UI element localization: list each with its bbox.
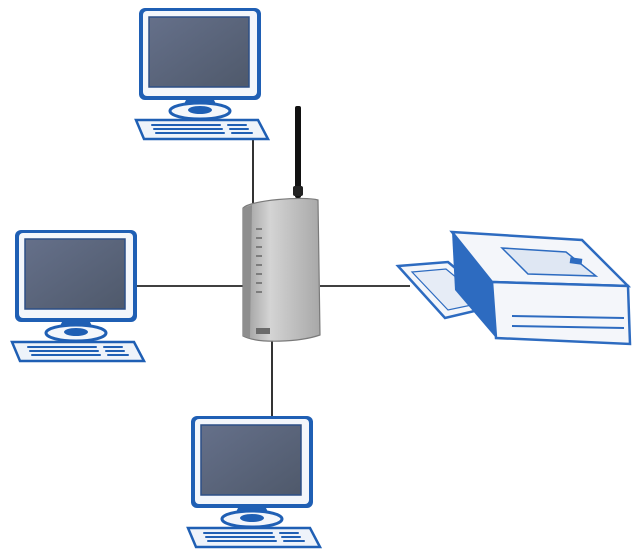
desktop-computer-icon xyxy=(186,414,322,549)
desktop-computer-icon xyxy=(134,6,270,141)
desktop-computer-icon xyxy=(10,228,146,363)
printer-icon xyxy=(395,230,632,346)
wireless-router-icon xyxy=(242,106,321,342)
cable-group xyxy=(135,140,410,416)
